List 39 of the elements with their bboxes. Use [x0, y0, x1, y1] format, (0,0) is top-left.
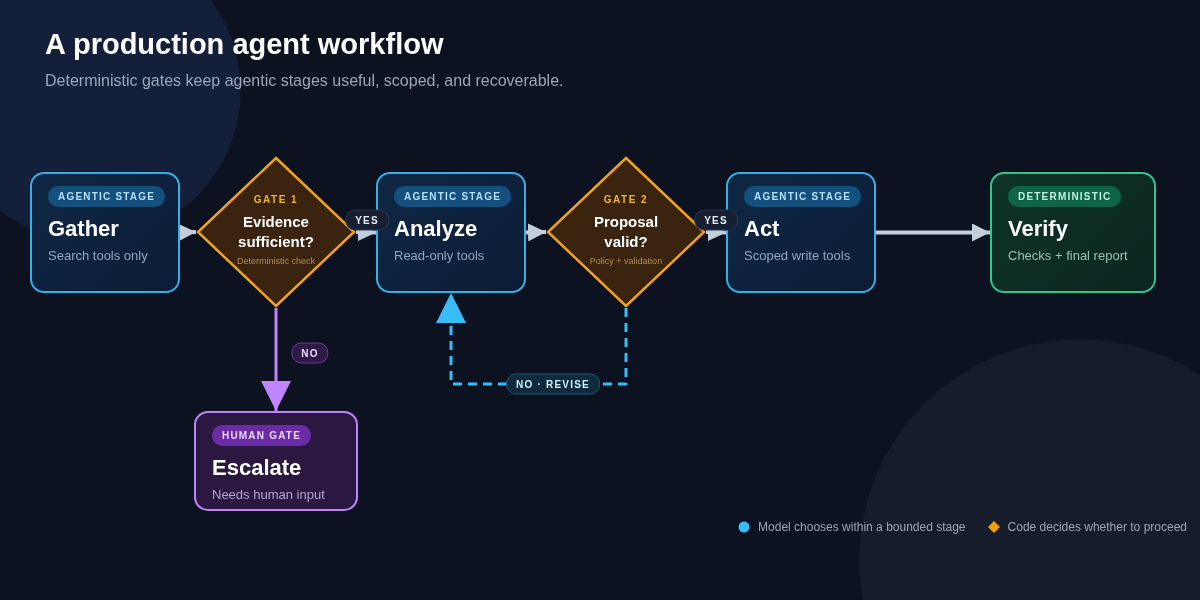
arrow — [876, 223, 990, 242]
gate-note: Policy + validation — [588, 256, 664, 266]
gate-label: GATE 2 — [602, 194, 650, 205]
agentic-stage-card — [30, 172, 180, 293]
stage-badge: AGENTIC STAGE — [48, 186, 166, 207]
arrow — [525, 223, 547, 242]
diagram-title: A production agent workflow — [45, 28, 444, 61]
decision-question: Proposal valid? — [592, 212, 660, 252]
human-gate-card — [194, 411, 358, 511]
subtitle: Deterministic gates keep agentic stages useful, scoped, and recoverable. — [45, 72, 564, 90]
edge-label: NO · REVISE — [506, 373, 600, 395]
edge-label: NO — [291, 342, 329, 364]
stage-description: Read-only tools — [394, 248, 486, 263]
gate-note: Deterministic check — [236, 256, 316, 266]
edge-label: YES — [694, 209, 738, 231]
decision-diamond — [196, 156, 356, 308]
agentic-stage-card — [376, 172, 526, 293]
legend-text: Code decides whether to proceed — [1007, 520, 1187, 534]
stage-title: Verify — [1008, 216, 1069, 242]
stage-badge: DETERMINISTIC — [1008, 186, 1122, 207]
edge-label: YES — [345, 209, 389, 231]
stage-description: Needs human input — [212, 487, 326, 502]
decision-question: Evidence sufficient? — [237, 212, 315, 252]
stage-badge: HUMAN GATE — [212, 425, 312, 446]
stage-title: Act — [744, 216, 781, 242]
legend-text: Model chooses within a bounded stage — [758, 520, 966, 534]
deterministic-stage-card — [990, 172, 1156, 293]
stage-badge: AGENTIC STAGE — [744, 186, 862, 207]
stage-badge: AGENTIC STAGE — [394, 186, 512, 207]
stage-description: Scoped write tools — [744, 248, 852, 263]
gate-label: GATE 1 — [252, 194, 300, 205]
stage-title: Analyze — [394, 216, 479, 242]
agentic-stage-card — [726, 172, 876, 293]
stage-title: Gather — [48, 216, 120, 242]
stage-title: Escalate — [212, 455, 303, 481]
stage-description: Checks + final report — [1008, 248, 1129, 263]
arrow — [261, 308, 291, 411]
decision-diamond — [546, 156, 706, 308]
stage-description: Search tools only — [48, 248, 149, 263]
